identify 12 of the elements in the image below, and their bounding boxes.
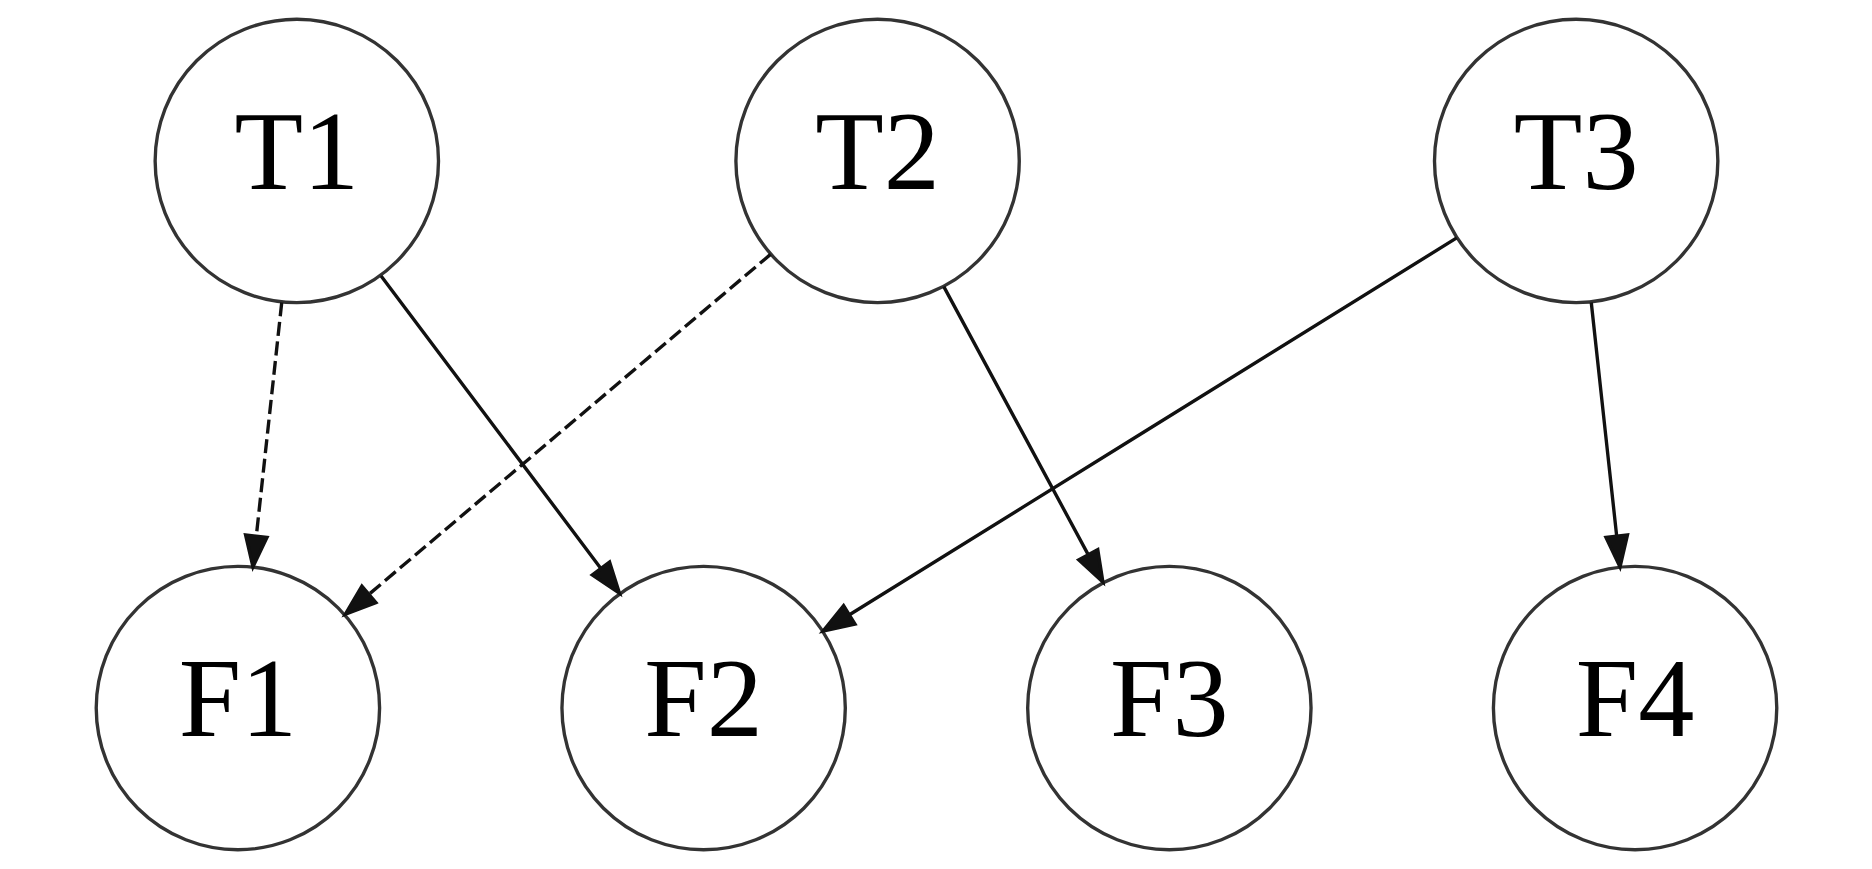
arrow	[242, 302, 283, 572]
node-circle: T3	[1432, 17, 1720, 305]
node-circle: F3	[1025, 564, 1313, 852]
arrow	[1589, 302, 1630, 572]
arrow	[379, 274, 622, 598]
arrow	[340, 253, 772, 618]
node-circle: F4	[1491, 564, 1778, 852]
arrow	[941, 285, 1105, 587]
node-circle: T2	[733, 17, 1021, 305]
node-circle: F2	[559, 564, 847, 852]
arrow	[818, 236, 1458, 634]
node-circle: T1	[152, 17, 440, 305]
